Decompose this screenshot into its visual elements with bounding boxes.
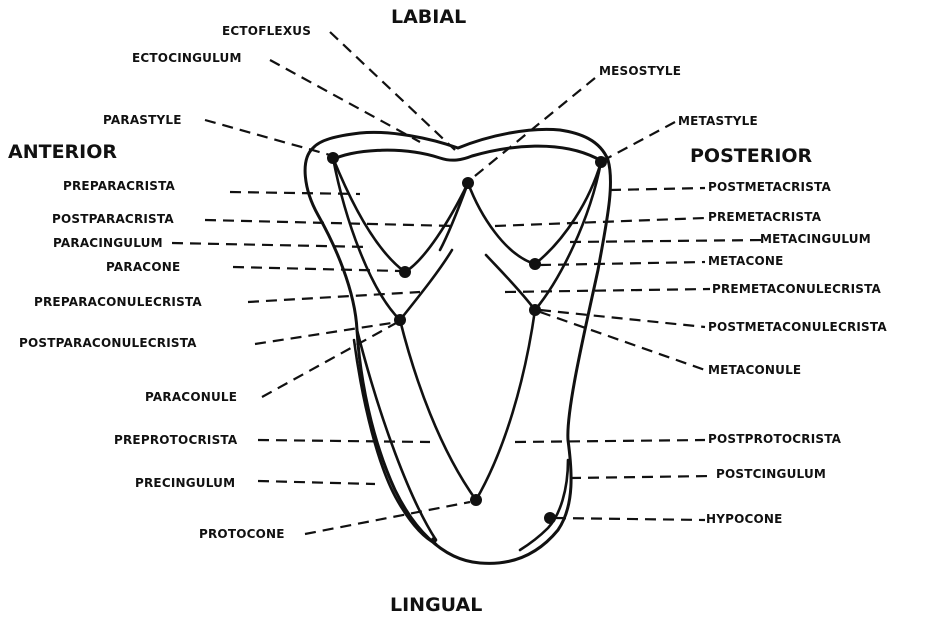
hypocone-cusp bbox=[544, 512, 556, 524]
metastyle-cusp bbox=[595, 156, 607, 168]
precingulum-cusp bbox=[431, 537, 437, 543]
lingual-label: LINGUAL bbox=[390, 594, 482, 616]
label-metastyle: METASTYLE bbox=[678, 114, 758, 128]
leader-protocone bbox=[305, 502, 470, 534]
label-preparaconulecrista: PREPARACONULECRISTA bbox=[34, 295, 202, 309]
leader-postcingulum bbox=[570, 476, 713, 478]
inner-outline bbox=[332, 146, 596, 160]
leader-premetaconulecrista bbox=[505, 289, 710, 292]
label-postmetaconulecrista: POSTMETACONULECRISTA bbox=[708, 320, 887, 334]
labial-label: LABIAL bbox=[391, 6, 466, 28]
label-parastyle: PARASTYLE bbox=[103, 113, 182, 127]
label-postparaconulecrista: POSTPARACONULECRISTA bbox=[19, 336, 197, 350]
metacone-cusp bbox=[529, 258, 541, 270]
label-premetacrista: PREMETACRISTA bbox=[708, 210, 821, 224]
postparacrista-crest bbox=[405, 183, 468, 272]
leader-preparaconulecrista bbox=[248, 292, 420, 302]
label-preprotocrista: PREPROTOCRISTA bbox=[114, 433, 237, 447]
label-paracone: PARACONE bbox=[106, 260, 180, 274]
leader-precingulum bbox=[258, 481, 375, 484]
label-ectoflexus: ECTOFLEXUS bbox=[222, 24, 311, 38]
label-postprotocrista: POSTPROTOCRISTA bbox=[708, 432, 841, 446]
tooth-outline bbox=[305, 129, 610, 563]
label-metacingulum: METACINGULUM bbox=[760, 232, 871, 246]
leader-parastyle bbox=[205, 120, 330, 155]
preprotocrista-crest bbox=[400, 320, 476, 500]
label-postmetacrista: POSTMETACRISTA bbox=[708, 180, 831, 194]
label-premetaconulecrista: PREMETACONULECRISTA bbox=[712, 282, 881, 296]
leader-metaconule bbox=[540, 312, 705, 370]
leader-postmetacrista bbox=[610, 188, 705, 190]
leader-postmetaconulecrista bbox=[540, 310, 705, 327]
label-paracingulum: PARACINGULUM bbox=[53, 236, 163, 250]
mesostyle-ridge bbox=[440, 183, 468, 250]
leader-hypocone bbox=[555, 518, 705, 520]
leader-ectocingulum bbox=[270, 60, 420, 142]
leader-paracone bbox=[233, 267, 400, 271]
label-postparacrista: POSTPARACRISTA bbox=[52, 212, 174, 226]
leader-premetacrista bbox=[495, 218, 705, 226]
leader-mesostyle bbox=[470, 78, 595, 180]
label-preparacrista: PREPARACRISTA bbox=[63, 179, 175, 193]
posterior-label: POSTERIOR bbox=[690, 145, 812, 167]
postmetacrista-crest bbox=[535, 162, 601, 264]
leader-paracingulum bbox=[172, 243, 370, 247]
paracone-cusp bbox=[399, 266, 411, 278]
preparacrista-crest bbox=[333, 158, 405, 272]
leader-postprotocrista bbox=[515, 440, 705, 442]
premetaconulecrista-crest bbox=[486, 255, 535, 310]
leader-metacingulum bbox=[570, 240, 765, 242]
lingual-basin-line bbox=[357, 330, 436, 540]
premetacrista-crest bbox=[468, 183, 535, 264]
label-precingulum: PRECINGULUM bbox=[135, 476, 235, 490]
label-mesostyle: MESOSTYLE bbox=[599, 64, 681, 78]
leader-metastyle bbox=[604, 122, 675, 160]
label-metacone: METACONE bbox=[708, 254, 784, 268]
label-paraconule: PARACONULE bbox=[145, 390, 237, 404]
label-protocone: PROTOCONE bbox=[199, 527, 285, 541]
mesostyle-cusp bbox=[462, 177, 474, 189]
label-postcingulum: POSTCINGULUM bbox=[716, 467, 826, 481]
hypocone-bulge bbox=[520, 460, 568, 550]
leader-postparacrista bbox=[205, 220, 455, 226]
leader-preprotocrista bbox=[258, 440, 430, 442]
anterior-label: ANTERIOR bbox=[8, 141, 117, 163]
protocone-cusp bbox=[470, 494, 482, 506]
label-metaconule: METACONULE bbox=[708, 363, 801, 377]
preparaconulecrista-crest bbox=[400, 250, 452, 320]
metacingulum-crest bbox=[535, 162, 601, 310]
postprotocrista-crest bbox=[476, 310, 535, 500]
metaconule-cusp bbox=[529, 304, 541, 316]
label-ectocingulum: ECTOCINGULUM bbox=[132, 51, 242, 65]
label-hypocone: HYPOCONE bbox=[706, 512, 783, 526]
